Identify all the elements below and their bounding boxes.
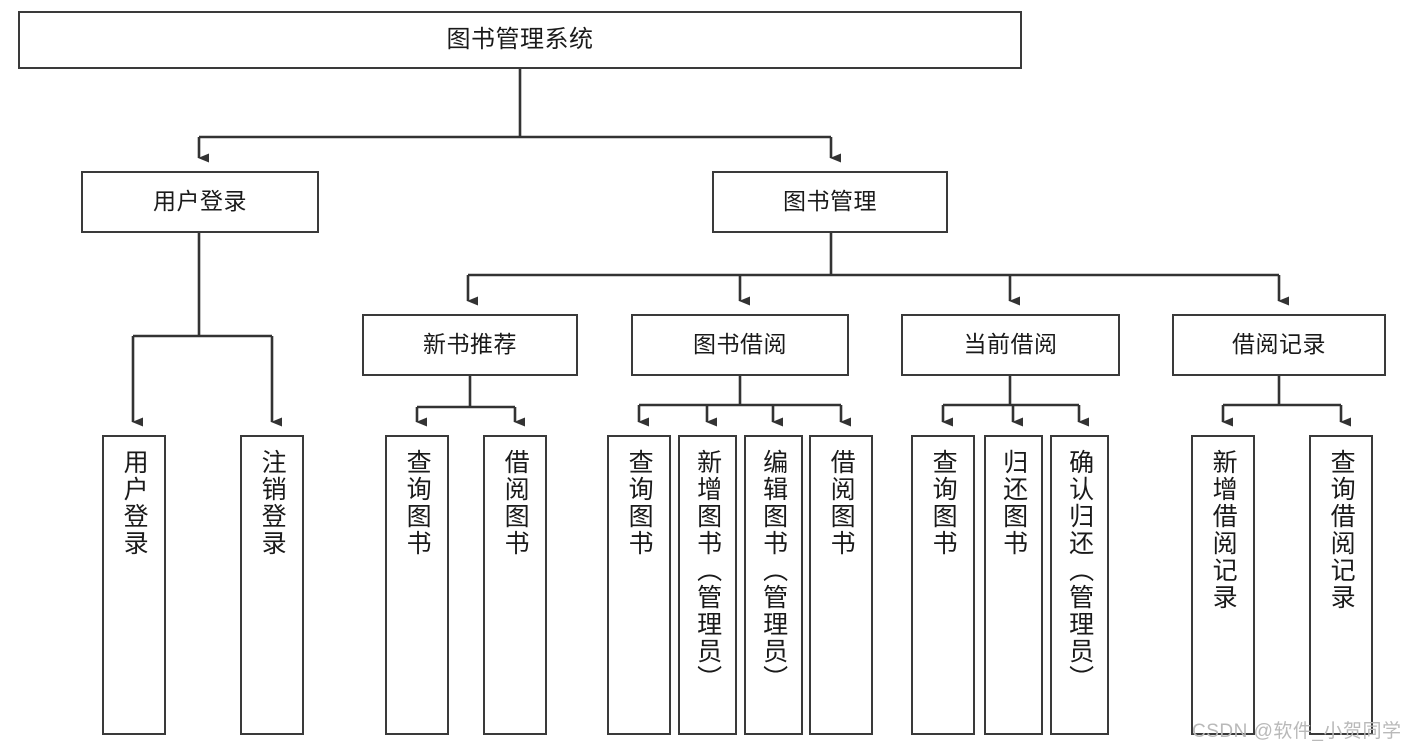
node-leaf-user-login-label: 用户登录 <box>120 449 149 557</box>
node-borrow-record-label: 借阅记录 <box>1232 331 1326 358</box>
node-leaf-query-borrow-record[interactable]: 查询借阅记录 <box>1309 435 1373 735</box>
node-leaf-user-login[interactable]: 用户登录 <box>102 435 166 735</box>
node-borrow-record[interactable]: 借阅记录 <box>1172 314 1386 376</box>
node-leaf-query-book-2-label: 查询图书 <box>625 449 654 557</box>
node-leaf-query-borrow-record-label: 查询借阅记录 <box>1327 449 1356 611</box>
node-leaf-logout[interactable]: 注销登录 <box>240 435 304 735</box>
node-leaf-query-book-2[interactable]: 查询图书 <box>607 435 671 735</box>
node-current-borrow[interactable]: 当前借阅 <box>901 314 1120 376</box>
node-leaf-query-book-1[interactable]: 查询图书 <box>385 435 449 735</box>
node-leaf-add-borrow-record-label: 新增借阅记录 <box>1209 449 1238 611</box>
node-book-manage[interactable]: 图书管理 <box>712 171 948 233</box>
node-current-borrow-label: 当前借阅 <box>963 331 1058 358</box>
node-book-borrow[interactable]: 图书借阅 <box>631 314 849 376</box>
node-new-book-recommend-label: 新书推荐 <box>423 331 517 358</box>
node-leaf-logout-label: 注销登录 <box>258 449 287 557</box>
node-leaf-return-book-label: 归还图书 <box>999 449 1028 557</box>
node-book-borrow-label: 图书借阅 <box>693 331 787 358</box>
node-new-book-recommend[interactable]: 新书推荐 <box>362 314 578 376</box>
node-leaf-borrow-book-2-label: 借阅图书 <box>827 449 856 557</box>
node-leaf-borrow-book-2[interactable]: 借阅图书 <box>809 435 873 735</box>
node-leaf-confirm-return[interactable]: 确认归还（管理员） <box>1050 435 1109 735</box>
node-user-login[interactable]: 用户登录 <box>81 171 319 233</box>
node-leaf-edit-book[interactable]: 编辑图书（管理员） <box>744 435 803 735</box>
node-root-label: 图书管理系统 <box>446 25 594 53</box>
node-leaf-add-borrow-record[interactable]: 新增借阅记录 <box>1191 435 1255 735</box>
node-leaf-query-book-3-label: 查询图书 <box>929 449 958 557</box>
node-leaf-query-book-1-label: 查询图书 <box>403 449 432 557</box>
node-leaf-add-book[interactable]: 新增图书（管理员） <box>678 435 737 735</box>
node-leaf-return-book[interactable]: 归还图书 <box>984 435 1043 735</box>
node-leaf-edit-book-label: 编辑图书（管理员） <box>759 449 788 692</box>
node-book-manage-label: 图书管理 <box>783 188 877 215</box>
node-leaf-query-book-3[interactable]: 查询图书 <box>911 435 975 735</box>
node-user-login-label: 用户登录 <box>153 188 247 215</box>
node-leaf-confirm-return-label: 确认归还（管理员） <box>1065 449 1094 692</box>
node-root[interactable]: 图书管理系统 <box>18 11 1022 69</box>
csdn-watermark: CSDN @软件_小贺同学 <box>1192 721 1402 742</box>
node-leaf-borrow-book-1[interactable]: 借阅图书 <box>483 435 547 735</box>
node-leaf-borrow-book-1-label: 借阅图书 <box>501 449 530 557</box>
node-leaf-add-book-label: 新增图书（管理员） <box>693 449 722 692</box>
